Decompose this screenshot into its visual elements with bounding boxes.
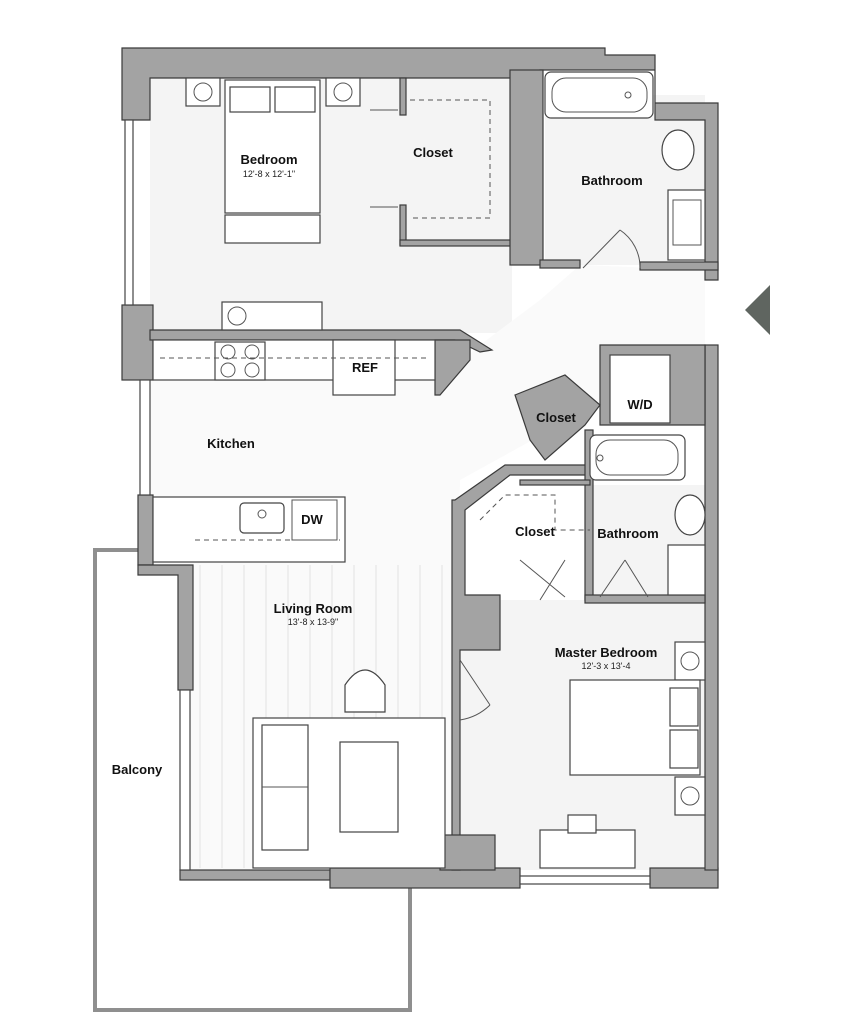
windows: [124, 119, 651, 885]
walls: [121, 47, 719, 889]
bench: [224, 214, 321, 244]
north-arrow-icon: [745, 285, 770, 335]
bathroom1-fixtures: [544, 71, 706, 269]
living-room-dims: 13'-8 x 13-9": [288, 617, 338, 627]
bedroom-furniture: [185, 77, 491, 331]
master-bedroom-label: Master Bedroom: [555, 645, 658, 660]
master-furniture: [539, 641, 706, 869]
bathroom2-label: Bathroom: [597, 526, 658, 541]
closet1-label: Closet: [413, 145, 453, 160]
closet2-label: Closet: [536, 410, 576, 425]
dw-label: DW: [301, 512, 323, 527]
closet3-label: Closet: [515, 524, 555, 539]
bedroom-dims: 12'-8 x 12'-1": [243, 169, 295, 179]
bathroom1-label: Bathroom: [581, 173, 642, 188]
master-bedroom-dims: 12'-3 x 13'-4: [582, 661, 631, 671]
kitchen-fixtures: [152, 339, 436, 563]
balcony-label: Balcony: [112, 762, 163, 777]
living-room-label: Living Room: [274, 601, 353, 616]
bedroom-floor: [150, 78, 512, 333]
bedroom-label: Bedroom: [240, 152, 297, 167]
wd-label: W/D: [627, 397, 652, 412]
bathroom2-fixtures: [479, 434, 706, 601]
kitchen-label: Kitchen: [207, 436, 255, 451]
ref-label: REF: [352, 360, 378, 375]
living-furniture: [252, 659, 491, 869]
